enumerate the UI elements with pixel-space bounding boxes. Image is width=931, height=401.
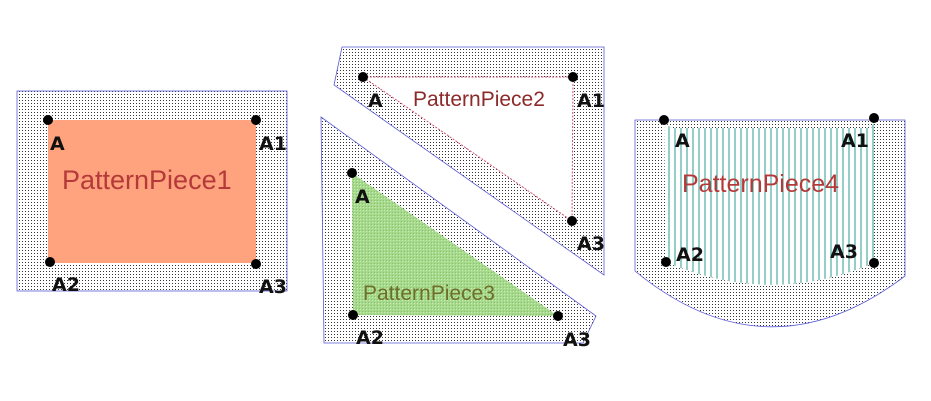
piece1-label-a2: A2 [52, 274, 80, 296]
piece1-point-a[interactable] [43, 115, 53, 125]
piece3-point-a2[interactable] [348, 310, 358, 320]
piece2-point-a[interactable] [358, 72, 368, 82]
piece3-label-a3: A3 [563, 329, 591, 351]
piece4-point-a[interactable] [659, 115, 669, 125]
piece1-point-a3[interactable] [251, 259, 261, 269]
pattern-piece-4[interactable]: PatternPiece4 A A1 A2 A3 [634, 113, 906, 328]
piece3-label-a2: A2 [356, 327, 384, 349]
piece2-name: PatternPiece2 [413, 88, 545, 111]
piece4-name: PatternPiece4 [682, 170, 839, 198]
piece1-label-a3: A3 [259, 276, 287, 298]
piece4-point-a3[interactable] [869, 258, 879, 268]
pattern-piece-1[interactable]: PatternPiece1 A A1 A2 A3 [16, 90, 288, 298]
piece3-name: PatternPiece3 [363, 282, 495, 305]
piece3-point-a[interactable] [347, 168, 357, 178]
piece2-body [361, 76, 574, 222]
piece2-point-a1[interactable] [568, 72, 578, 82]
piece4-body [664, 118, 874, 285]
piece1-label-a1: A1 [259, 133, 287, 155]
pattern-piece-2[interactable]: PatternPiece2 A A1 A3 [333, 46, 605, 276]
piece3-body [352, 173, 558, 316]
piece1-name: PatternPiece1 [62, 165, 232, 195]
piece2-label-a3: A3 [577, 233, 605, 255]
piece3-label-a: A [355, 186, 370, 208]
piece2-label-a1: A1 [577, 90, 605, 112]
piece1-point-a2[interactable] [45, 257, 55, 267]
piece1-point-a1[interactable] [251, 115, 261, 125]
piece3-point-a3[interactable] [553, 311, 563, 321]
pattern-piece-3[interactable]: PatternPiece3 A A2 A3 [320, 116, 597, 351]
piece4-label-a2: A2 [676, 244, 704, 266]
piece1-body [48, 120, 256, 263]
piece4-point-a1[interactable] [869, 113, 879, 123]
piece4-label-a3: A3 [830, 241, 858, 263]
piece4-label-a: A [675, 130, 690, 152]
piece4-label-a1: A1 [841, 130, 869, 152]
piece4-point-a2[interactable] [661, 257, 671, 267]
piece2-label-a: A [368, 90, 383, 112]
piece1-label-a: A [50, 133, 65, 155]
piece2-point-a3[interactable] [567, 216, 577, 226]
